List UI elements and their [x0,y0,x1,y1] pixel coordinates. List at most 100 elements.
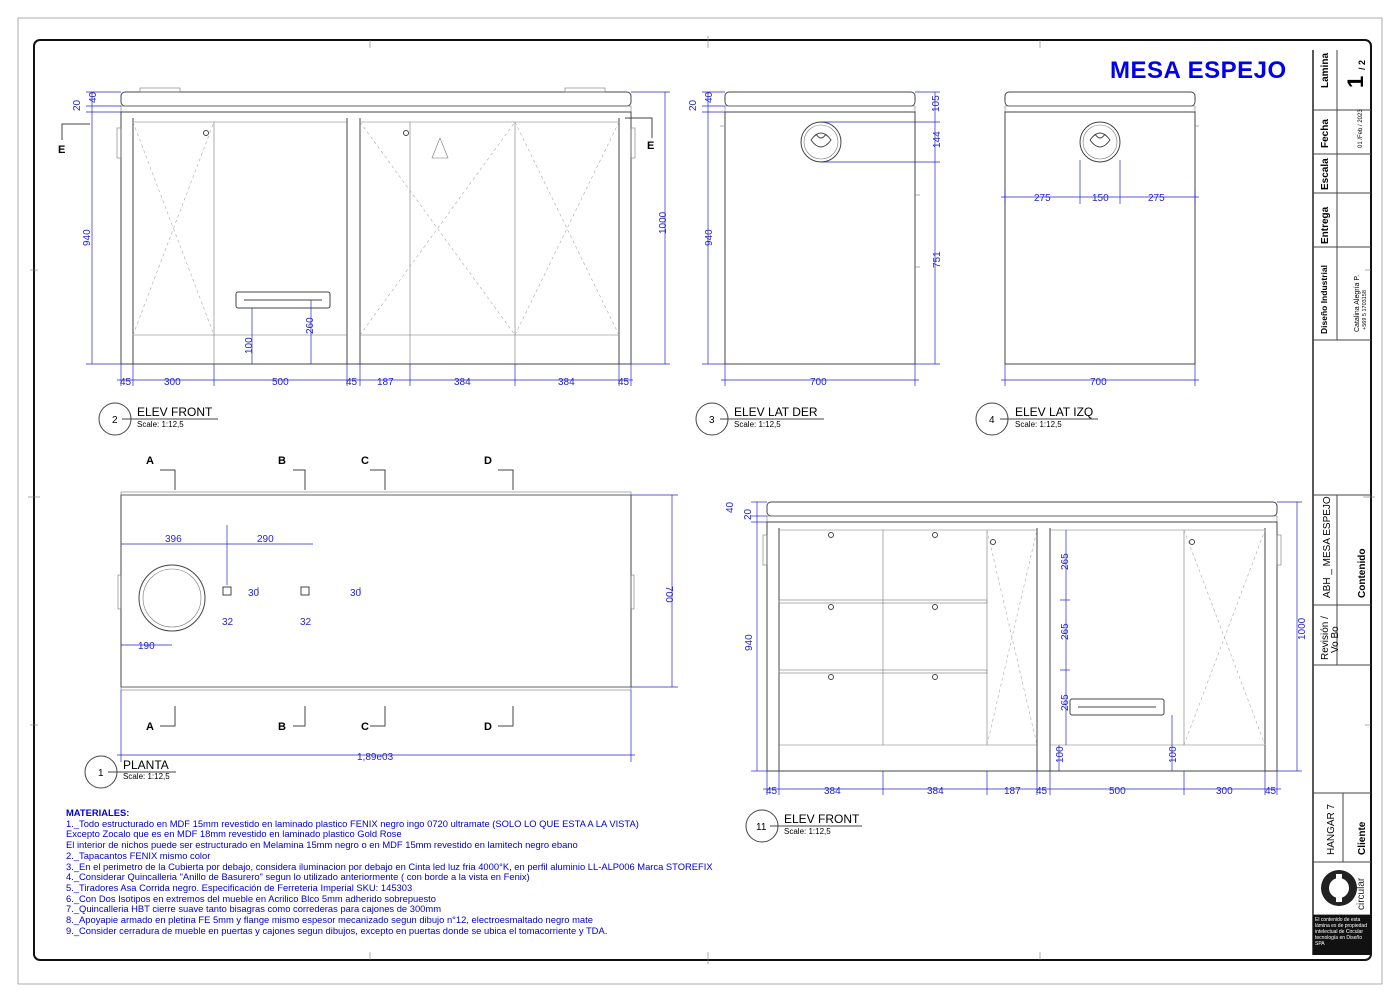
dim-260: 260 [305,317,316,334]
contenido-value: ABH _ MESA ESPEJO [1322,496,1333,598]
materials-line: 5._Tiradores Asa Corrida negro. Especifi… [66,881,413,893]
view-name: ELEV FRONT [137,405,213,419]
dim-396: 396 [165,534,182,545]
view-scale: Scale: 1:12,5 [123,772,170,781]
lamina-total: / 2 [1357,59,1367,70]
designer-name: Catalina Alegría P. [1354,274,1361,332]
designer-phone: +569 5 1703158 [1362,290,1368,330]
dim-32b: 32 [300,617,312,628]
dim-w2: 384 [927,786,944,797]
outer-border [17,17,1383,985]
dim-30b: 30 [350,588,362,599]
dims-lat-izq: 275 150 275 700 [1034,193,1165,388]
dim-40: 40 [725,501,736,513]
view-number: 11 [756,822,767,833]
logo-isotipo [800,121,842,163]
footer-dark-block [1313,915,1371,955]
dim-20: 20 [743,508,754,520]
view-number: 1 [98,768,104,779]
view-name: ELEV LAT DER [734,405,818,419]
dim-w4: 45 [1036,786,1048,797]
marker-d-bot: D [484,721,492,733]
view-number: 3 [709,415,715,426]
lamina-number: 1 [1343,75,1368,88]
dim-w5: 500 [1109,786,1126,797]
materials-line: 9._Consider cerradura de mueble en puert… [66,924,608,936]
materials-notes: MATERIALES: 1._Todo estructurado en MDF … [66,807,826,936]
dim-100a: 100 [1055,746,1066,763]
dim-265c: 265 [1060,694,1071,711]
marker-a-bot: A [146,721,154,733]
materials-line: 2._Tapacantos FENIX mismo color [66,849,211,861]
materials-line: 8._Apoyapie armado en pletina FE 5mm y f… [66,914,593,926]
lamina-label: Lamina [1320,52,1331,88]
dims-front-bottom: 40 20 940 1000 265 265 265 100 100 45 38… [725,501,1308,797]
cliente-value: HANGAR 7 [1326,803,1337,855]
marker-a-top: A [146,455,154,467]
view-name: ELEV LAT IZQ [1015,405,1093,419]
dim-w5: 384 [454,377,471,388]
dim-w0: 45 [766,786,778,797]
dim-total: 1,89e03 [357,752,394,763]
fecha-value: 01 /Feb / 2023 [1358,109,1364,148]
dim-700: 700 [810,377,827,388]
pull-handle [235,291,331,309]
view-name: ELEV FRONT [784,812,860,826]
planta-view [117,469,678,762]
contenido-label: Contenido [1357,548,1368,598]
view-scale: Scale: 1:12,5 [137,420,184,429]
plan-countertop [120,494,632,688]
materials-heading: MATERIALES: [66,807,130,818]
materials-line: 1._Todo estructurado en MDF 15mm revesti… [66,817,639,829]
materials-line: Excepto Zocalo que es en MDF 18mm revest… [66,828,402,840]
entrega-label: Entrega [1320,206,1331,244]
marker-b-top: B [278,455,286,467]
logo-text: circular [1356,877,1367,910]
view-name: PLANTA [123,758,169,772]
dim-265a: 265 [1060,553,1071,570]
dim-290: 290 [257,534,274,545]
marker-e-right: E [647,140,654,152]
dim-275b: 275 [1148,193,1165,204]
dim-700: 700 [663,586,674,603]
marker-b-bot: B [278,721,286,733]
dims-planta: 396 290 30 30 32 32 190 700 1,89e03 [138,534,674,763]
dim-150: 150 [1092,193,1109,204]
dim-940: 940 [82,229,93,246]
dim-100b: 100 [1168,746,1179,763]
materials-line: 4._Considerar Quincalleria "Anillo de Ba… [66,871,530,883]
dim-190: 190 [138,641,155,652]
cabinet-body [120,111,632,365]
dim-w7: 45 [1265,786,1277,797]
dim-40: 40 [88,91,99,103]
marker-c-top: C [361,455,369,467]
drawing-title: MESA ESPEJO [1110,57,1287,84]
dim-275a: 275 [1034,193,1051,204]
dim-w4: 187 [377,377,394,388]
elev-front-top-view [61,87,670,386]
footer-note: El contenido de esta lámina es de propie… [1315,917,1367,947]
dim-1000: 1000 [1297,617,1308,640]
dim-100: 100 [244,337,255,354]
materials-line: 7._Quincalleria HBT cierre suave tanto b… [66,903,442,915]
section-markers: E E A B C D A B C D [58,140,654,733]
trash-ring [138,564,206,632]
cliente-label: Cliente [1357,821,1368,855]
dim-w6: 300 [1216,786,1233,797]
elev-lat-izq-view [1001,91,1199,386]
dim-w3: 187 [1004,786,1021,797]
dim-w2: 500 [272,377,289,388]
materials-line: El interior de nichos puede ser estructu… [66,839,578,851]
border-ticks [28,36,1375,964]
view-scale: Scale: 1:12,5 [784,827,831,836]
dim-32a: 32 [222,617,234,628]
dim-20: 20 [688,99,699,111]
dim-w1: 300 [164,377,181,388]
vobo-label: Vo Bo [1330,626,1341,653]
dim-20: 20 [72,99,83,111]
dims-front-top: 20 40 940 1000 100 260 45 300 500 45 187… [72,91,669,388]
elev-front-bottom-view [751,501,1302,795]
view-scale: Scale: 1:12,5 [734,420,781,429]
dim-40: 40 [704,91,715,103]
